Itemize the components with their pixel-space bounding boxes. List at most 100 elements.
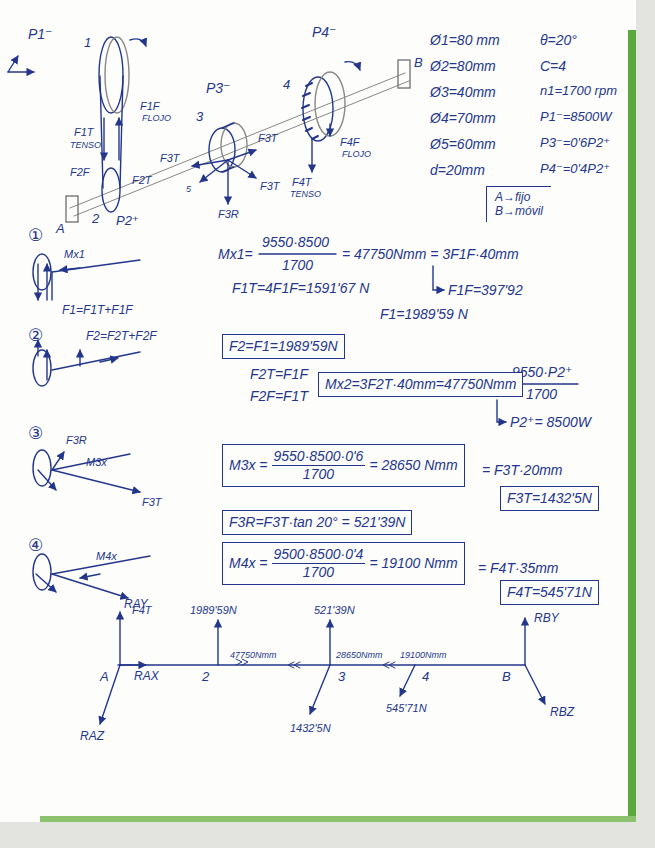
sketch-line [120,76,123,188]
note-text: P1⁻ [28,26,53,42]
note-text: F3T [258,132,278,145]
note-text: 545'71N [386,702,427,715]
sketch-line [119,612,120,665]
sketch-line [60,268,80,270]
sketch-line [227,160,228,204]
note-text: 1700 [526,386,557,402]
sketch-line [52,452,64,470]
sketch-line [120,664,525,666]
note-text: F4T [292,176,312,189]
sketch-line [46,264,47,300]
note-text: F1=F1T+F1F [62,304,133,318]
note-text: Mx1 [64,248,85,261]
sketch-line [524,618,525,665]
sketch-line [383,662,395,668]
sketch-line [36,574,56,592]
sketch-line [398,60,410,88]
note-text: 3 [338,670,345,685]
sketch-line [40,816,636,822]
equation-text: 9550·8500·0'6 [272,448,366,466]
sketch-line [33,350,51,386]
sketch-line [400,665,415,696]
note-text: 4 [422,670,429,685]
equation-text: Mx2=3F2T·40mm=47750Nmm [325,376,516,393]
sketch-line [80,574,100,578]
note-text: P3⁻=0'6P2⁺ [540,136,610,151]
note-text: P2⁺= 8500W [510,414,591,430]
note-text: 9550·8500 [262,234,329,250]
boxed-equation: Mx2=3F2T·40mm=47750Nmm [318,372,523,397]
note-text: ② [28,326,43,346]
sketch-line [315,72,345,136]
note-text: M4x [96,550,117,563]
note-text: A [100,670,109,685]
boxed-equation: M3x =9550·8500·0'61700= 28650 Nmm [222,444,465,487]
sketch-line [74,81,409,216]
note-text: RAZ [80,730,104,744]
sketch-line [52,454,130,470]
note-text: B [414,56,423,71]
note-text: d=20mm [430,162,485,178]
sketch-line [33,254,51,290]
note-text: F2T=F1F [250,366,308,382]
note-text: F1F=397'92 [448,282,523,298]
note-text: F3T [160,152,180,165]
note-text: F1T [74,126,94,139]
note-text: RAX [134,670,159,684]
sketch-line [100,665,120,724]
sketch-line [130,39,146,46]
note-text: RBY [534,612,559,626]
boxed-equation: F2=F1=1989'59N [222,334,345,359]
sketch-line [118,118,119,160]
note-text: F3R [66,434,87,447]
sketch-line [66,196,78,222]
sketch-line [302,83,318,139]
boxed-equation: M4x =9500·8500·0'41700= 19100 Nmm [222,542,465,585]
equation-text: M3x = [229,457,268,474]
sketch-line [310,665,330,714]
note-text: P1⁻=8500W [540,110,612,125]
note-text: C=4 [540,58,566,74]
note-text: F3T [260,180,280,193]
boxed-equation: F4T=545'71N [500,580,599,605]
fraction: 9550·8500·0'61700 [272,448,366,483]
sketch-line [217,620,218,665]
sketch-line [433,266,444,290]
note-text: 2 [202,670,209,685]
sketch-line [52,470,140,492]
sketch-line [70,73,405,208]
boxed-equation: F3T=1432'5N [500,486,599,511]
sketch-line [51,272,52,300]
sketch-line [259,253,336,254]
note-text: ③ [28,424,43,444]
sketch-line [38,470,56,490]
sketch-line [52,260,140,272]
note-text: F2F=F1T [250,388,308,404]
note-text: Ø1=80 mm [430,32,500,48]
boxed-equation: F3R=F3T·tan 20° = 521'39N [222,510,412,535]
note-text: ① [28,226,43,246]
note-text: θ=20° [540,32,577,48]
note-text: P4⁻ [312,24,337,40]
note-text: = 47750Nmm = 3F1F·40mm [342,246,519,262]
equation-text: F3T=1432'5N [507,490,592,507]
note-text: F4F [340,136,360,149]
sketch-line [329,620,330,665]
sketch-line [329,124,330,136]
sketch-line [52,352,140,370]
equation-text: 9500·8500·0'4 [272,546,366,564]
sketch-line [525,665,545,704]
note-text: P2⁺ [116,214,139,229]
sketch-line [497,400,506,422]
equation-text: = 19100 Nmm [369,555,457,572]
note-text: Mx1= [218,246,253,262]
note-text: 2 [92,212,99,227]
note-text: F2F [70,166,90,179]
note-text: 4 [283,78,290,93]
note-text: Ø2=80mm [430,58,496,74]
note-text: P3⁻ [206,80,231,96]
sketch-line [102,168,120,212]
sketch-line [636,0,655,848]
